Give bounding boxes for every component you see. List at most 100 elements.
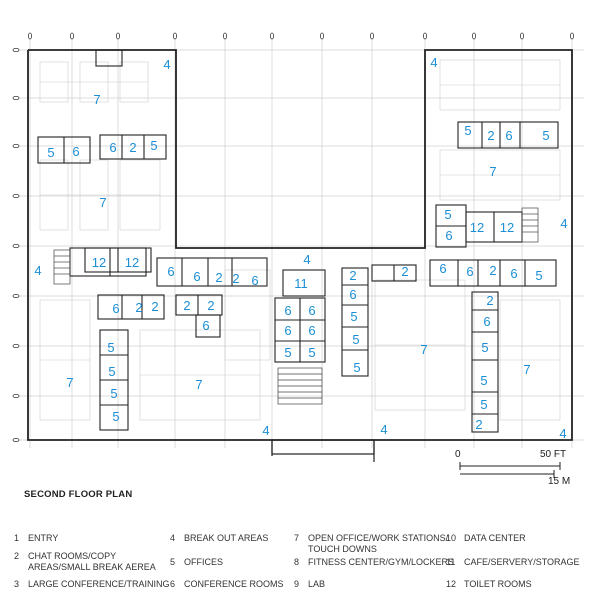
room-label: 7 <box>420 342 427 357</box>
room-label: 5 <box>308 345 315 360</box>
legend-number: 9 <box>294 579 300 589</box>
legend-number: 1 <box>14 533 20 543</box>
legend-label: CAFE/SERVERY/STORAGE <box>464 557 580 567</box>
room-label: 7 <box>195 377 202 392</box>
room-label: 12 <box>125 255 139 270</box>
legend-label: LAB <box>308 579 326 589</box>
room-label: 7 <box>489 164 496 179</box>
room-label: 2 <box>129 140 136 155</box>
legend-label: ENTRY <box>28 533 59 543</box>
room-label: 4 <box>430 55 437 70</box>
room-label: 6 <box>308 323 315 338</box>
room-label: 6 <box>510 266 517 281</box>
room-label: 2 <box>489 263 496 278</box>
room-label: 6 <box>439 261 446 276</box>
room-label: 11 <box>294 276 308 291</box>
room-label: 6 <box>167 264 174 279</box>
room-label: 6 <box>505 128 512 143</box>
room-label: 5 <box>107 340 114 355</box>
room-label: 2 <box>232 271 239 286</box>
room-label: 12 <box>500 220 514 235</box>
room-label: 6 <box>284 303 291 318</box>
room-label: 2 <box>349 268 356 283</box>
room-label: 2 <box>215 270 222 285</box>
legend-number: 5 <box>170 557 176 567</box>
plan-title: SECOND FLOOR PLAN <box>24 489 133 500</box>
room-label: 7 <box>523 362 530 377</box>
scale-bar <box>459 462 561 478</box>
legend-label: FITNESS CENTER/GYM/LOCKERS <box>308 557 455 567</box>
legend-label: LARGE CONFERENCE/TRAINING <box>28 579 170 589</box>
room-label: 6 <box>284 323 291 338</box>
room-label: 5 <box>352 332 359 347</box>
legend-label: OPEN OFFICE/WORK STATIONS/ TOUCH DOWNS <box>308 533 449 554</box>
room-label: 6 <box>109 140 116 155</box>
grid-markers <box>12 32 575 442</box>
stairs <box>53 207 539 405</box>
room-label: 2 <box>487 128 494 143</box>
legend-number: 4 <box>170 533 176 543</box>
room-label: 5 <box>350 309 357 324</box>
room-label: 2 <box>401 264 408 279</box>
legend-number: 2 <box>14 551 20 561</box>
exterior-wall <box>27 49 573 441</box>
scale-feet: 50 FT <box>540 449 567 460</box>
room-label: 6 <box>483 314 490 329</box>
room-label: 2 <box>475 417 482 432</box>
workstation-pattern <box>39 59 561 421</box>
room-label: 5 <box>108 364 115 379</box>
room-label: 5 <box>444 207 451 222</box>
legend-number: 6 <box>170 579 176 589</box>
room-label: 4 <box>303 252 310 267</box>
room-label: 6 <box>445 228 452 243</box>
room-label: 4 <box>559 426 566 441</box>
room-label: 2 <box>486 293 493 308</box>
room-label: 2 <box>207 298 214 313</box>
legend-label: CHAT ROOMS/COPY AREAS/SMALL BREAK AEREA <box>28 551 156 572</box>
room-label: 4 <box>380 422 387 437</box>
legend-number: 12 <box>446 579 457 589</box>
room-label: 5 <box>47 145 54 160</box>
room-label: 2 <box>135 300 142 315</box>
legend-number: 11 <box>446 557 456 567</box>
legend-number: 8 <box>294 557 300 567</box>
room-label: 5 <box>480 373 487 388</box>
legend-label: TOILET ROOMS <box>464 579 532 589</box>
room-label: 4 <box>262 423 269 438</box>
room-label: 2 <box>151 299 158 314</box>
room-label: 7 <box>99 195 106 210</box>
room-label: 5 <box>481 340 488 355</box>
room-label: 6 <box>72 144 79 159</box>
legend-label: DATA CENTER <box>464 533 526 543</box>
room-label: 6 <box>349 287 356 302</box>
scale-zero: 0 <box>455 449 461 460</box>
room-label: 4 <box>163 57 170 72</box>
room-label: 12 <box>470 220 484 235</box>
room-label: 6 <box>466 264 473 279</box>
legend-number: 7 <box>294 533 300 543</box>
room-label: 12 <box>92 255 106 270</box>
room-label: 6 <box>193 269 200 284</box>
room-label: 5 <box>150 138 157 153</box>
room-label: 5 <box>353 360 360 375</box>
room-label: 2 <box>183 298 190 313</box>
legend-label: CONFERENCE ROOMS <box>184 579 284 589</box>
room-label: 6 <box>251 273 258 288</box>
room-label: 5 <box>535 268 542 283</box>
room-label: 4 <box>560 216 567 231</box>
room-label: 5 <box>480 397 487 412</box>
room-label: 5 <box>112 409 119 424</box>
room-label: 5 <box>110 386 117 401</box>
room-label: 5 <box>284 345 291 360</box>
room-label: 4 <box>34 263 41 278</box>
room-label: 7 <box>66 375 73 390</box>
legend-number: 3 <box>14 579 20 589</box>
room-labels: 4 7 5 6 6 2 5 7 4 12 12 6 6 2 2 6 4 11 6… <box>34 55 567 441</box>
room-label: 6 <box>202 318 209 333</box>
room-walls <box>37 49 559 433</box>
floor-plan: 4 7 5 6 6 2 5 7 4 12 12 6 6 2 2 6 4 11 6… <box>12 32 584 478</box>
legend-number: 10 <box>446 533 457 543</box>
room-label: 5 <box>464 123 471 138</box>
room-label: 5 <box>542 128 549 143</box>
